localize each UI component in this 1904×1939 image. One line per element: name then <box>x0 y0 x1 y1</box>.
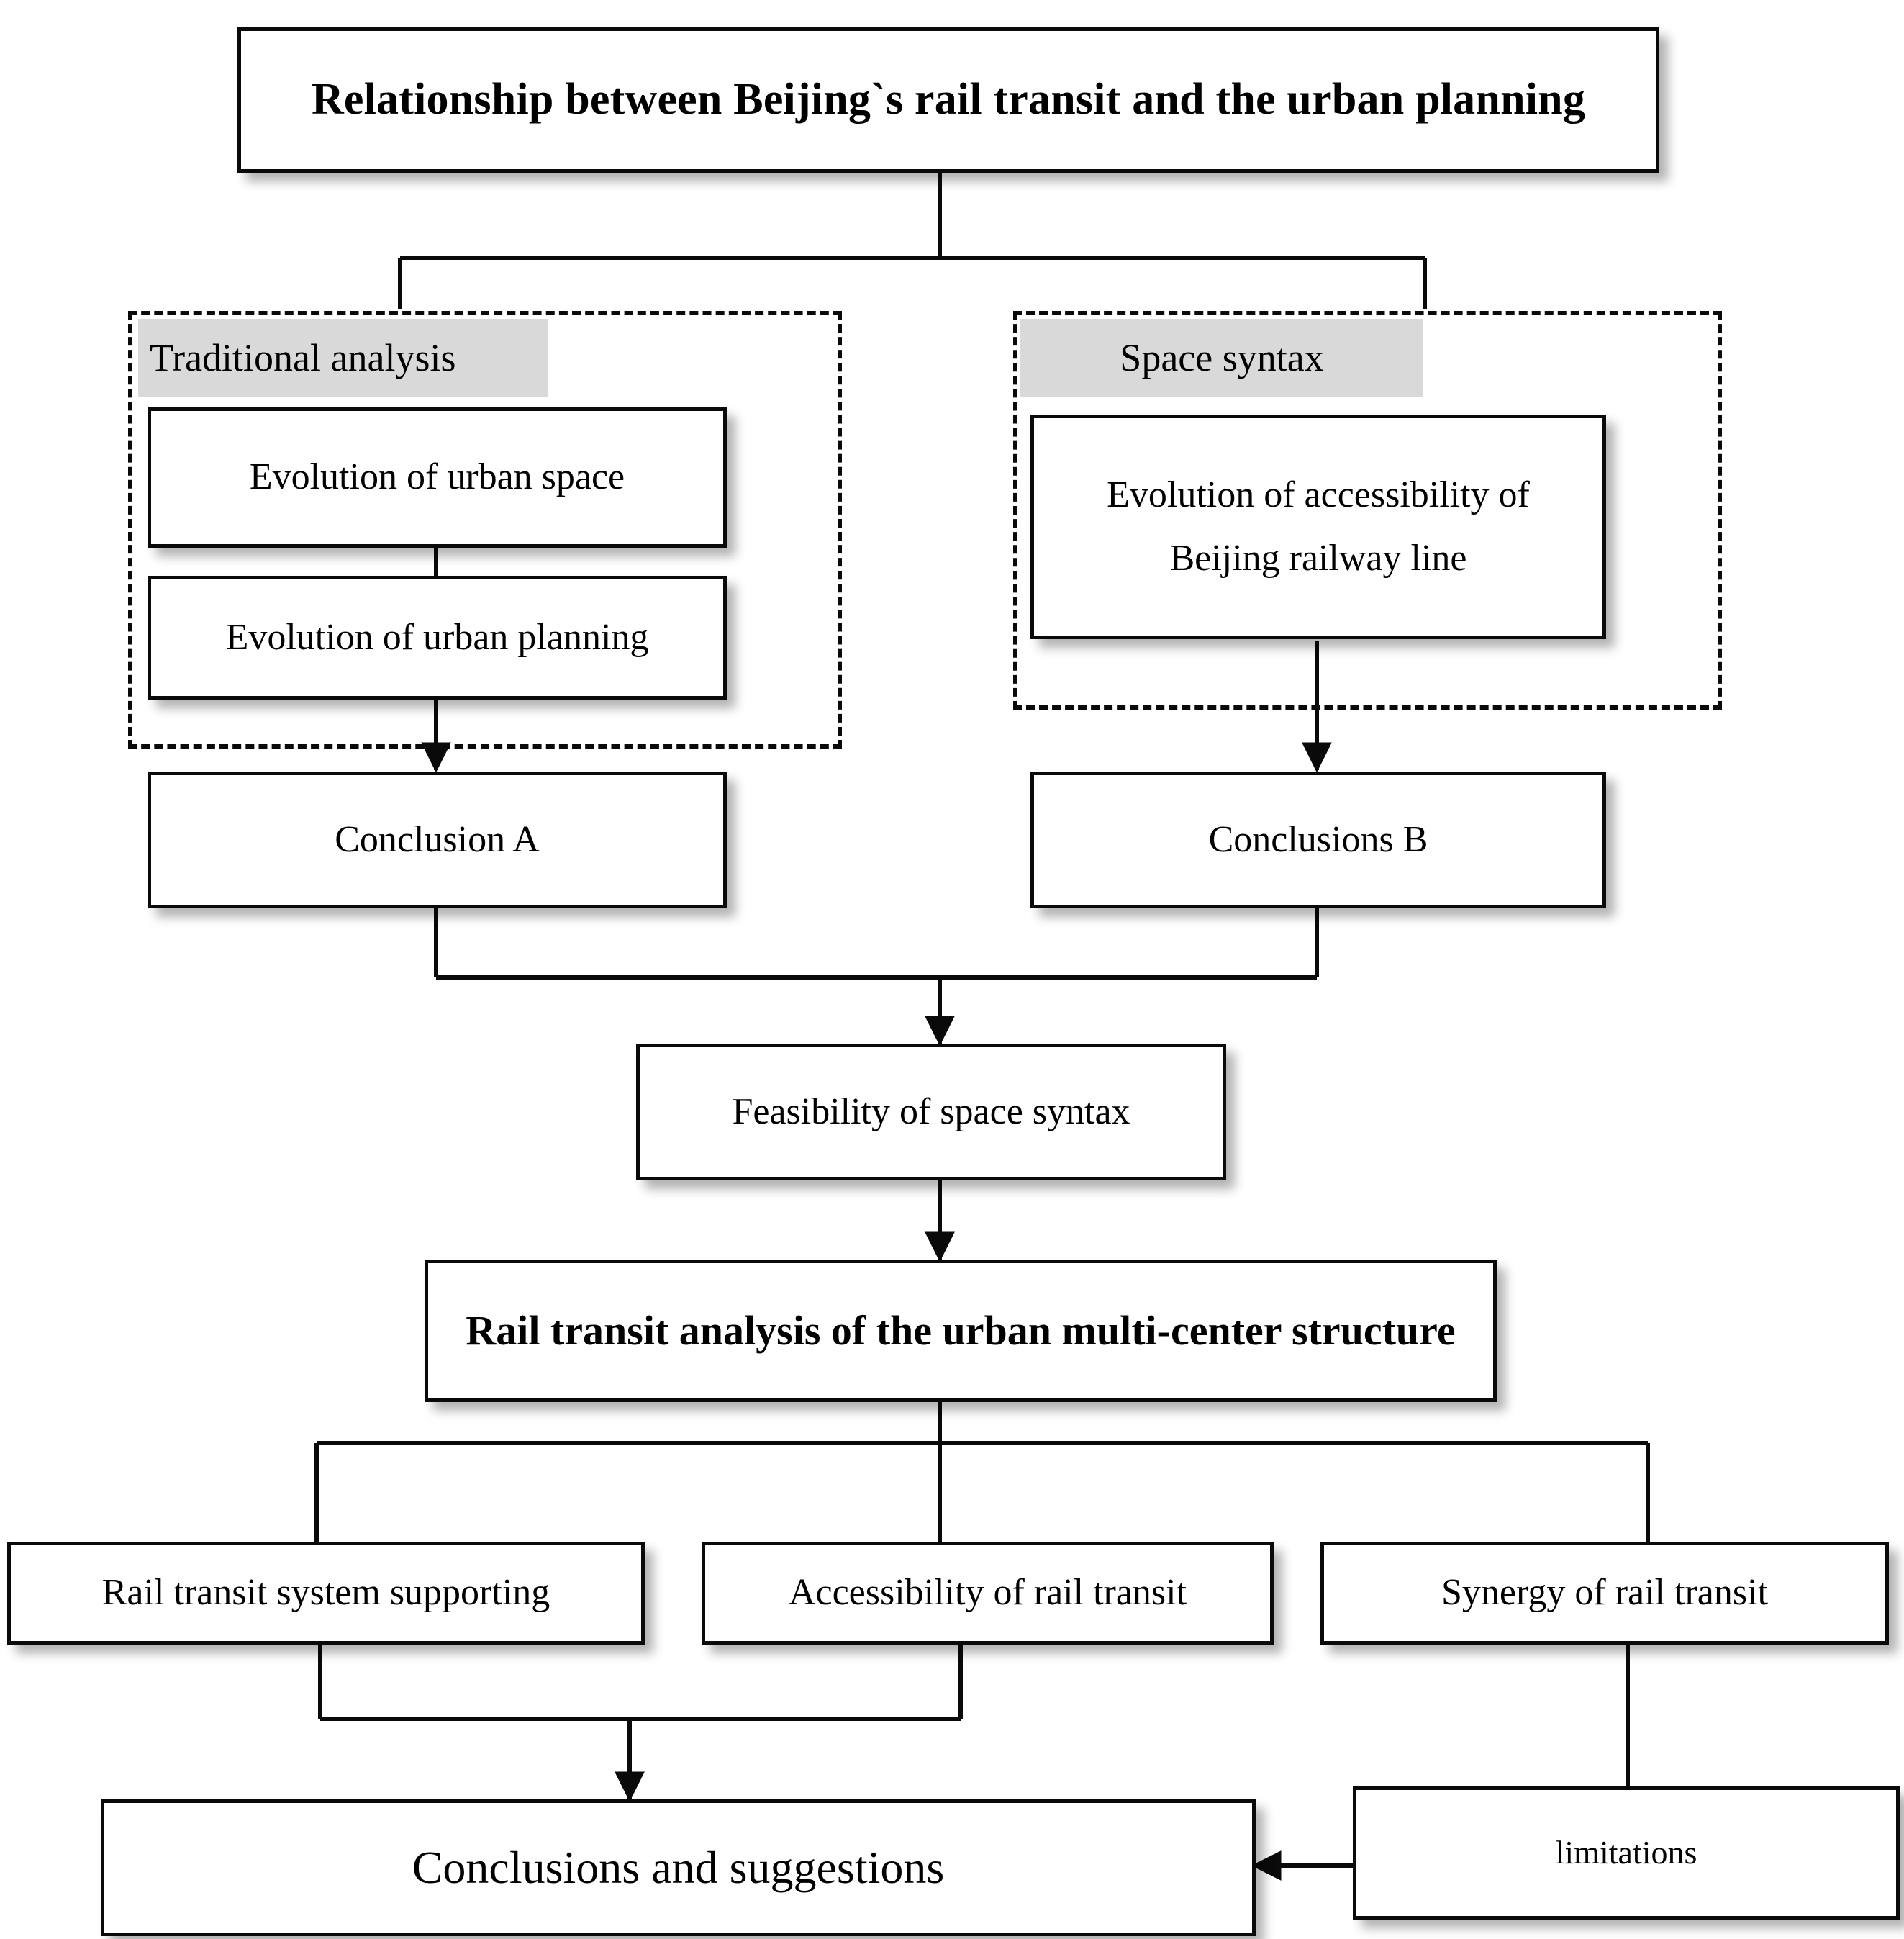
node-accessibility-of-rail-transit[interactable]: Accessibility of rail transit <box>702 1542 1274 1645</box>
node-limitations[interactable]: limitations <box>1353 1786 1900 1920</box>
group-space-syntax-label: Space syntax <box>1020 319 1423 397</box>
node-conclusions-and-suggestions[interactable]: Conclusions and suggestions <box>101 1799 1256 1936</box>
title-box[interactable]: Relationship between Beijing`s rail tran… <box>237 27 1659 173</box>
node-rail-transit-system-supporting[interactable]: Rail transit system supporting <box>7 1542 645 1645</box>
node-evolution-urban-space[interactable]: Evolution of urban space <box>148 407 727 548</box>
node-evolution-urban-planning[interactable]: Evolution of urban planning <box>148 576 727 700</box>
node-feasibility-of-space-syntax[interactable]: Feasibility of space syntax <box>636 1044 1226 1180</box>
node-rail-transit-analysis[interactable]: Rail transit analysis of the urban multi… <box>425 1260 1497 1402</box>
node-conclusion-a[interactable]: Conclusion A <box>148 772 727 908</box>
title-box-label: Relationship between Beijing`s rail tran… <box>311 75 1586 125</box>
node-evolution-accessibility[interactable]: Evolution of accessibility of Beijing ra… <box>1030 415 1606 639</box>
group-traditional-analysis <box>128 311 842 749</box>
node-synergy-of-rail-transit[interactable]: Synergy of rail transit <box>1320 1542 1889 1645</box>
group-traditional-analysis-label: Traditional analysis <box>138 319 548 397</box>
group-space-syntax <box>1013 311 1722 710</box>
node-conclusions-b[interactable]: Conclusions B <box>1030 772 1606 908</box>
